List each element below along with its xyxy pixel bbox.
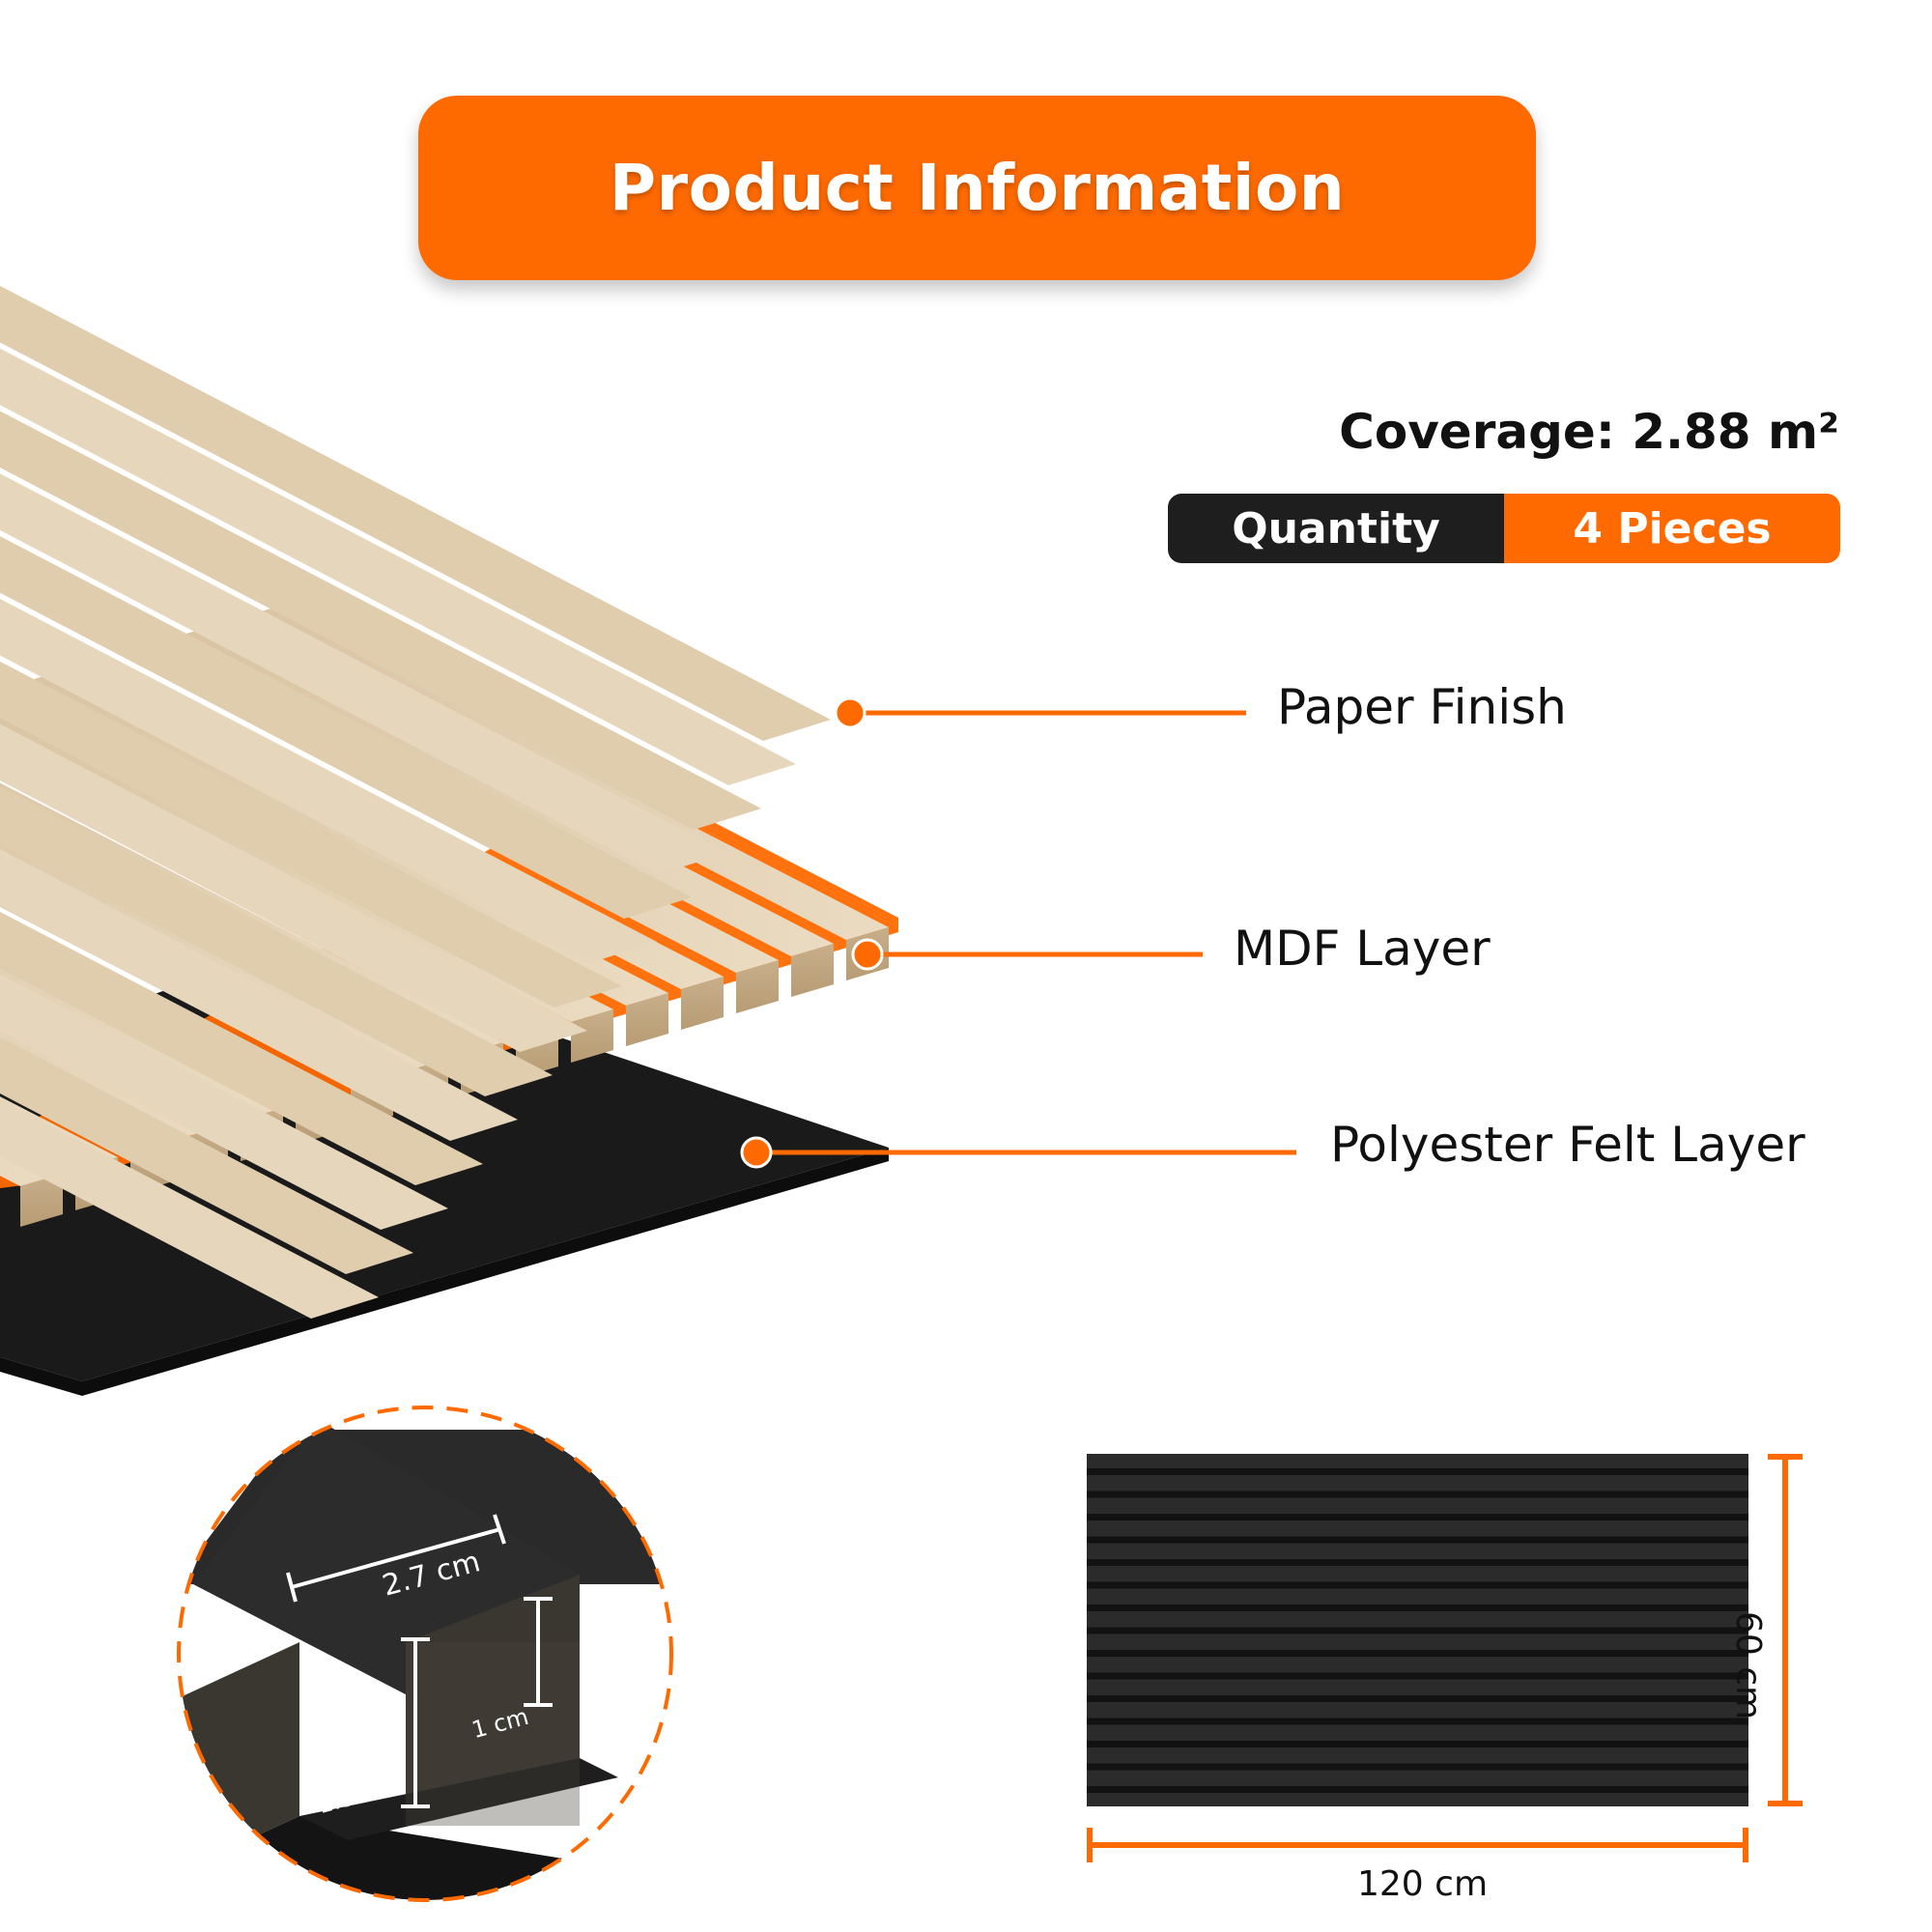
- panel-groove: [1087, 1468, 1748, 1475]
- mdf-slat-end: [20, 1174, 63, 1227]
- panel-groove: [1087, 1514, 1748, 1520]
- layer-label-paper-finish: Paper Finish: [1277, 679, 1567, 735]
- quantity-label: Quantity: [1168, 494, 1504, 563]
- paper-finish-layer: [0, 285, 831, 1319]
- panel-groove: [1087, 1786, 1748, 1793]
- panel-length-label: 120 cm: [1357, 1864, 1489, 1904]
- panel-groove: [1087, 1672, 1748, 1680]
- paper-strip: [0, 911, 483, 1185]
- panel-groove: [1087, 1627, 1748, 1634]
- panel-height-label: 60 cm: [1728, 1611, 1768, 1720]
- paper-strip: [0, 974, 448, 1230]
- panel-groove: [1087, 1491, 1748, 1498]
- paper-strip: [0, 473, 726, 874]
- layer-label-mdf: MDF Layer: [1234, 921, 1491, 977]
- mdf-slat-end: [736, 960, 779, 1013]
- title-banner: Product Information: [418, 96, 1536, 280]
- mdf-slat-end: [571, 1009, 613, 1063]
- mdf-slat-end: [681, 977, 724, 1030]
- panel-groove: [1087, 1695, 1748, 1702]
- paper-strip: [0, 661, 622, 1008]
- quantity-value: 4 Pieces: [1504, 494, 1840, 563]
- paper-strip: [0, 348, 796, 785]
- panel-groove: [1087, 1741, 1748, 1747]
- detail-circle: [177, 1406, 673, 1902]
- page-title: Product Information: [609, 151, 1346, 225]
- coverage-text: Coverage: 2.88 m²: [1339, 404, 1839, 460]
- paper-strip: [0, 598, 657, 963]
- mdf-slat-end: [626, 993, 668, 1046]
- paper-strip: [0, 411, 761, 830]
- paper-strip: [0, 1037, 413, 1274]
- panel-groove: [1087, 1605, 1748, 1611]
- layer-label-felt: Polyester Felt Layer: [1330, 1117, 1805, 1173]
- paper-strip: [0, 1099, 379, 1319]
- mdf-slat-end: [791, 944, 834, 997]
- paper-strip: [0, 724, 587, 1052]
- panel-groove: [1087, 1536, 1748, 1544]
- leader-lines: [740, 696, 1296, 1169]
- quantity-badge: Quantity 4 Pieces: [1168, 494, 1840, 563]
- paper-strip: [0, 536, 692, 919]
- panel-groove: [1087, 1581, 1748, 1589]
- panel-groove: [1087, 1559, 1748, 1566]
- panel-groove: [1087, 1718, 1748, 1725]
- paper-strip: [0, 849, 518, 1141]
- panel-front-view: [1087, 1454, 1803, 1862]
- paper-strip: [0, 786, 553, 1096]
- panel-groove: [1087, 1763, 1748, 1771]
- panel-groove: [1087, 1650, 1748, 1657]
- paper-strip: [0, 285, 831, 741]
